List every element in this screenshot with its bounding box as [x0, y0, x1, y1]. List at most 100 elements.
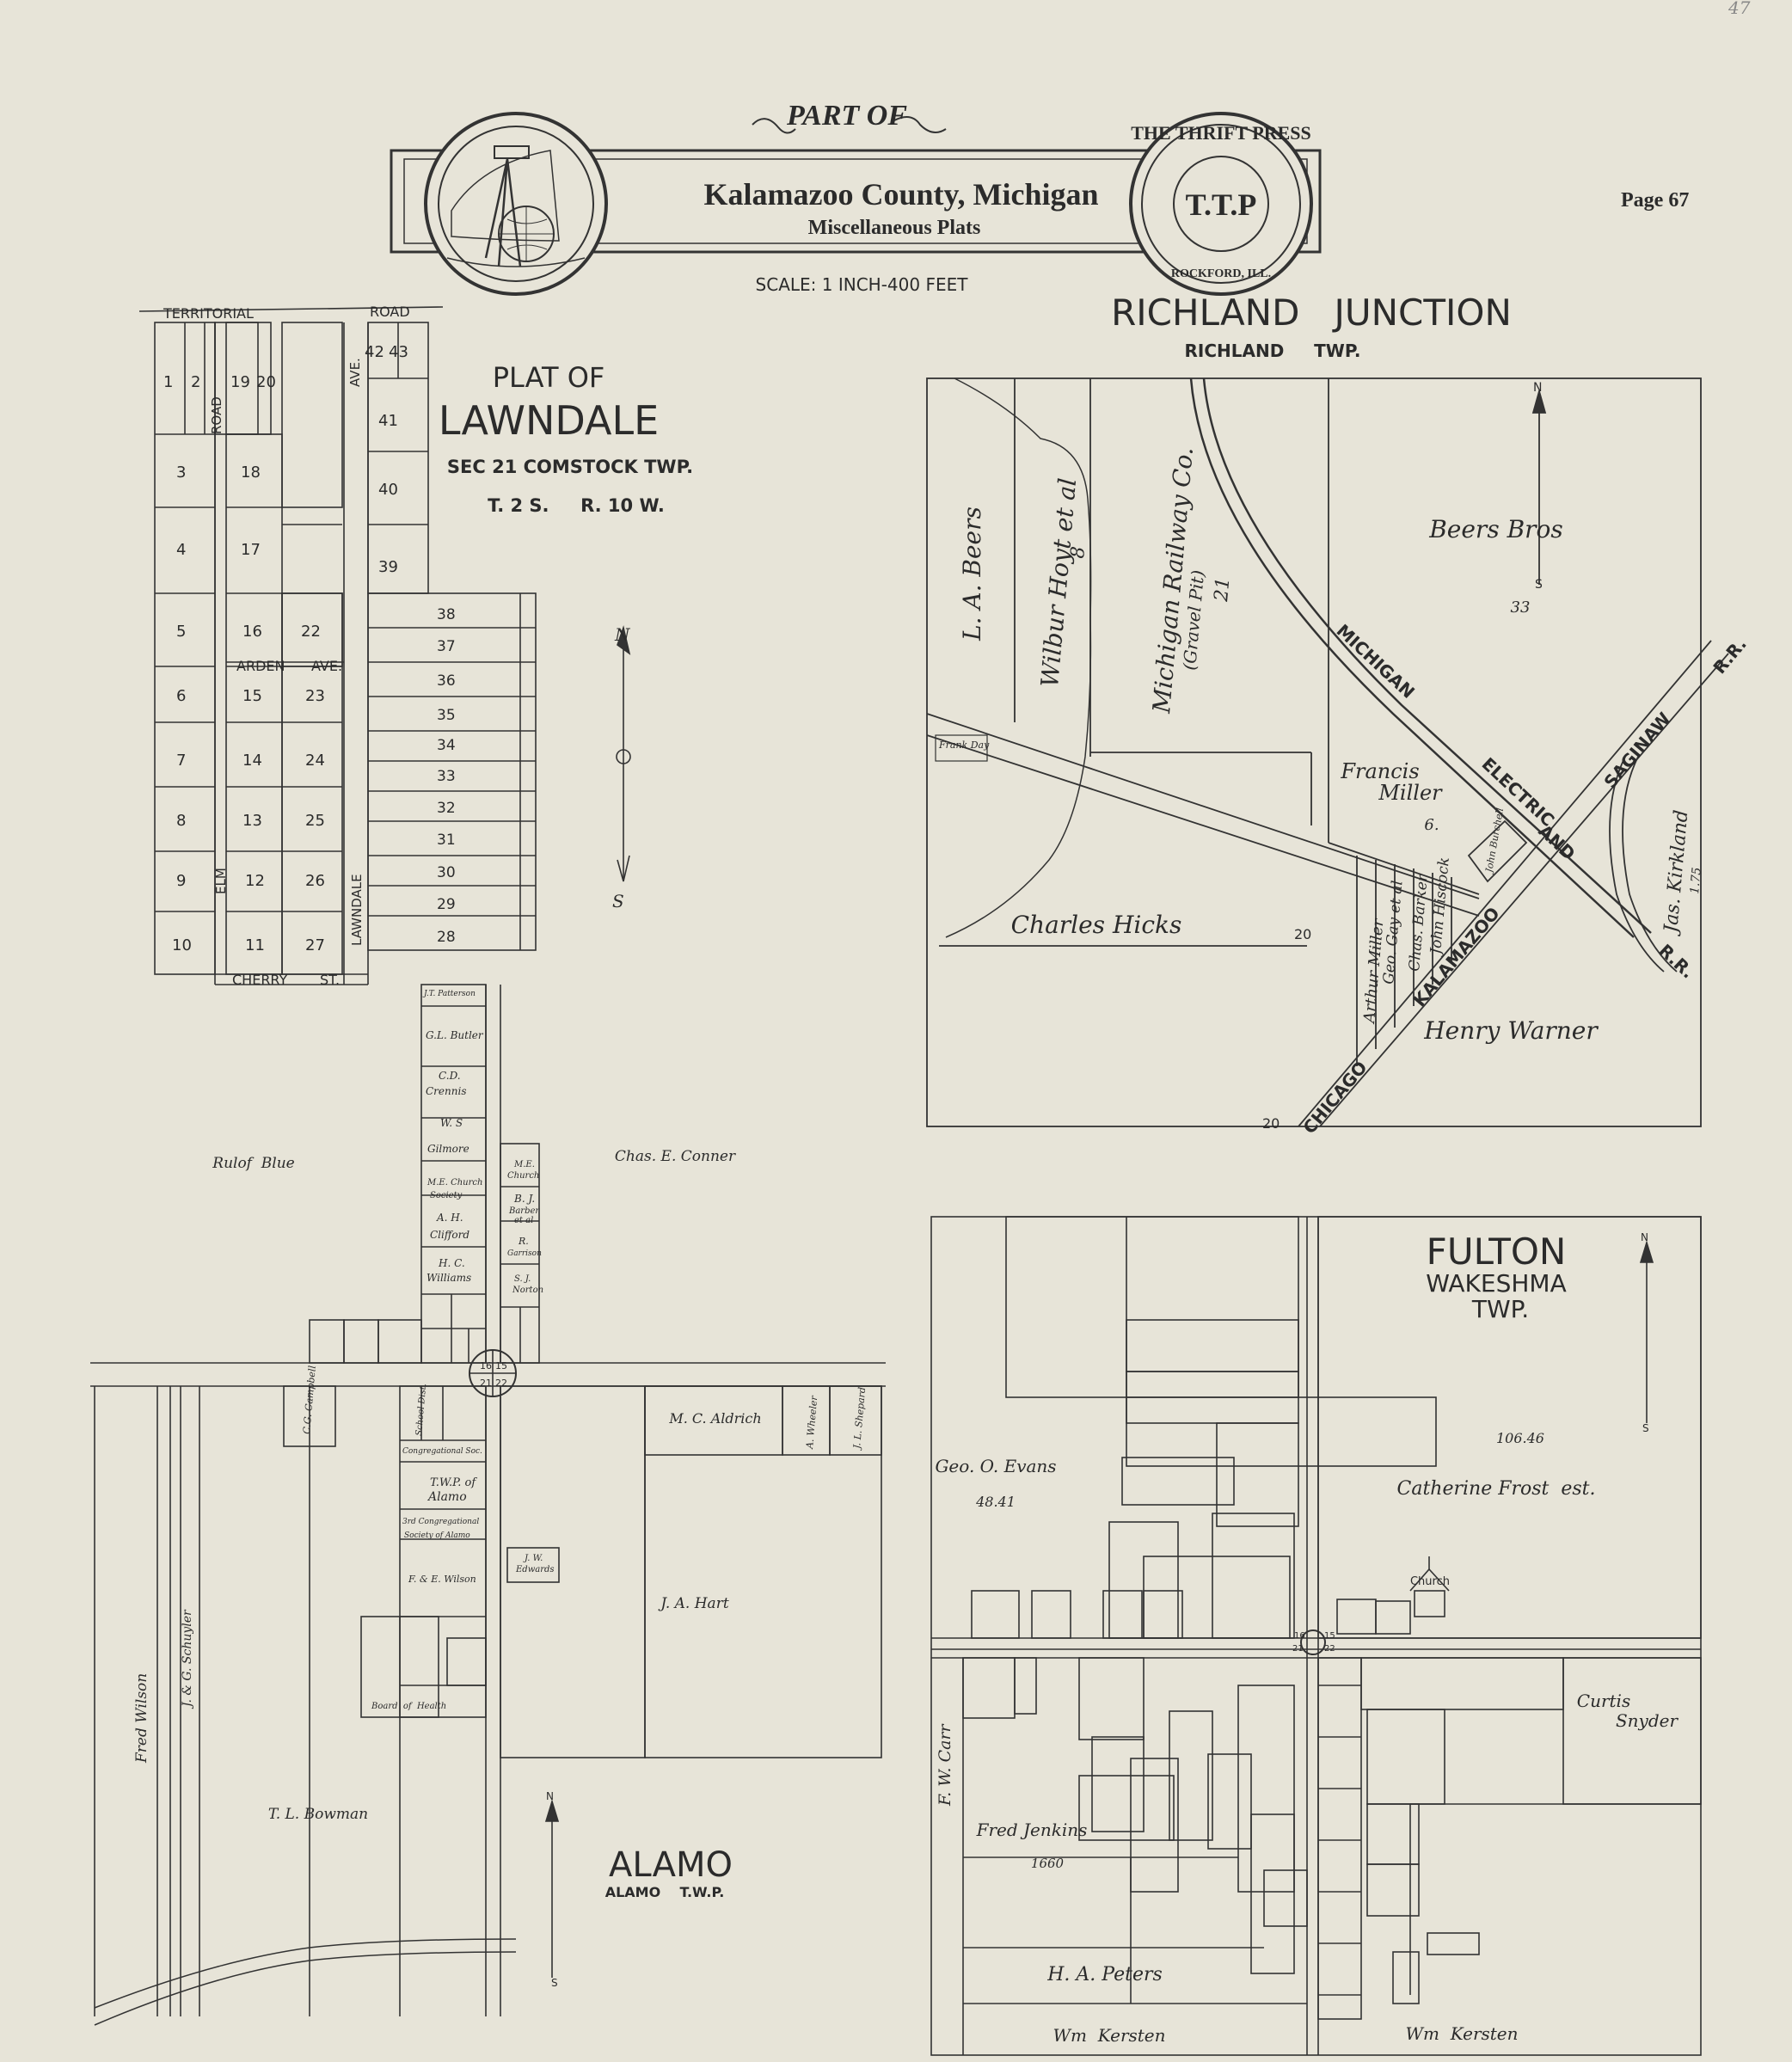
owner-sj: S. J. [514, 1274, 531, 1284]
owner-rulof-blue: Rulof Blue [212, 1155, 294, 1172]
lawndale-plat [138, 306, 631, 985]
owner-frank-day: Frank Day [938, 739, 990, 751]
lawndale-title-1: PLAT OF [493, 361, 605, 394]
owner-catherine-frost: Catherine Frost est. [1397, 1478, 1596, 1500]
fulton-sub2: TWP. [1471, 1295, 1529, 1323]
owner-jw: J. W. [523, 1554, 543, 1563]
owner-francis: Francis [1340, 759, 1419, 783]
owner-jas-kirkland: Jas. Kirkland [1660, 809, 1693, 937]
owner-r: R. [518, 1236, 529, 1247]
fulton-section-corner-icon [1300, 1629, 1326, 1655]
lot-43: 43 [389, 343, 408, 361]
lot-38: 38 [437, 606, 456, 623]
owner-me: M.E. [513, 1160, 535, 1169]
road-ave-v: AVE. [347, 358, 363, 387]
lot-17: 17 [241, 541, 261, 559]
owner-beers-bros-area: 33 [1511, 598, 1531, 617]
rr-rr-top: R.R. [1709, 634, 1750, 678]
fulton-compass-icon [1639, 1240, 1654, 1423]
road-road-v: ROAD [209, 396, 224, 434]
owner-barber: Barber [508, 1206, 540, 1216]
lot-23: 23 [305, 687, 325, 705]
alamo-corner-22: 22 [495, 1378, 507, 1389]
lot-40: 40 [378, 481, 398, 499]
owner-edwards: Edwards [515, 1565, 555, 1574]
lot-16: 16 [242, 623, 262, 641]
lot-5: 5 [176, 623, 186, 641]
alamo-corner-15: 15 [495, 1360, 507, 1372]
road-arden: ARDEN [236, 658, 285, 674]
lot-41: 41 [378, 412, 398, 430]
fulton-compass-n: N [1641, 1231, 1648, 1243]
lot-6: 6 [176, 687, 186, 705]
header-subtitle: Miscellaneous Plats [808, 217, 981, 239]
richland-twp: RICHLAND TWP. [1185, 341, 1361, 361]
owner-chas-conner: Chas. E. Conner [615, 1148, 736, 1165]
owner-fe-wilson: F. & E. Wilson [408, 1574, 476, 1585]
lawndale-sec: SEC 21 COMSTOCK TWP. [447, 457, 693, 477]
road-st: ST. [320, 972, 340, 988]
fulton-compass-s: S [1642, 1422, 1649, 1434]
owner-chas-barker: Chas. Barker [1406, 873, 1432, 972]
owner-me-church: M.E. Church [427, 1178, 482, 1187]
owner-fred-jenkins-area: 1660 [1031, 1856, 1065, 1871]
owner-ha-peters: H. A. Peters [1046, 1964, 1163, 1985]
seal-monogram: T.T.P [1186, 187, 1257, 222]
owner-cd: C.D. [439, 1070, 461, 1082]
lawndale-compass-n: N [614, 624, 631, 645]
lot-31: 31 [437, 832, 456, 849]
richland-compass-s: S [1535, 578, 1543, 592]
lot-7: 7 [176, 752, 186, 770]
alamo-compass-s: S [551, 1977, 558, 1989]
fulton-corner-21: 21 [1292, 1644, 1304, 1654]
globe-vignette-icon [446, 145, 586, 267]
owner-michigan-railway-area: 21 [1211, 576, 1234, 603]
lot-20: 20 [256, 373, 276, 391]
owner-jt-patterson: J.T. Patterson [422, 990, 476, 998]
road-road: ROAD [370, 304, 410, 320]
lot-39: 39 [378, 558, 398, 576]
owner-catherine-frost-area: 106.46 [1496, 1430, 1544, 1446]
fulton-sub1: WAKESHMA [1426, 1269, 1567, 1298]
owner-mc-aldrich: M. C. Aldrich [668, 1410, 761, 1427]
fulton-plat [930, 1216, 1702, 2056]
owner-clifford: Clifford [430, 1229, 469, 1241]
lot-42: 42 [365, 343, 384, 361]
lawndale-compass-icon [616, 625, 631, 882]
header-part-of: PART OF [786, 100, 907, 132]
road-elm: ELM [213, 868, 229, 894]
lot-1: 1 [163, 373, 173, 391]
alamo-plat [90, 984, 886, 2026]
owner-miller: Miller [1378, 781, 1443, 805]
lawndale-compass-s: S [612, 891, 624, 911]
owner-garrison: Garrison [507, 1249, 542, 1258]
page-number: Page 67 [1621, 189, 1689, 212]
richland-compass-n: N [1533, 381, 1542, 395]
owner-twp-alamo: Alamo [427, 1490, 467, 1504]
owner-crennis: Crennis [426, 1085, 466, 1097]
lot-37: 37 [437, 638, 456, 655]
owner-fred-jenkins: Fred Jenkins [976, 1820, 1088, 1840]
rr-michigan: MICHIGAN [1333, 620, 1419, 703]
owner-ja-hart: J. A. Hart [658, 1595, 728, 1612]
alamo-corner-21: 21 [480, 1378, 492, 1389]
owner-wm-kersten-east: Wm Kersten [1405, 2023, 1518, 2044]
richland-junction-plat [926, 377, 1729, 1127]
owner-la-beers: L. A. Beers [958, 506, 986, 641]
lot-25: 25 [305, 812, 325, 830]
lot-4: 4 [176, 541, 186, 559]
lot-34: 34 [437, 737, 456, 754]
owner-society: Society [430, 1191, 463, 1200]
alamo-corner-16: 16 [480, 1360, 492, 1372]
owner-jl-shepard: J. L. Shepard [851, 1387, 868, 1451]
owner-twp-alamo-label: T.W.P. of [430, 1476, 477, 1489]
owner-wilbur-hoyt-area: 8 [1067, 545, 1089, 559]
owner-ah: A. H. [436, 1212, 463, 1224]
owner-gl-butler: G.L. Butler [426, 1029, 484, 1041]
header-county: Kalamazoo County, Michigan [703, 177, 1098, 212]
owner-a-wheeler: A. Wheeler [804, 1395, 819, 1450]
fulton-corner-15: 15 [1324, 1631, 1335, 1641]
owner-hc: H. C. [438, 1257, 465, 1269]
lot-26: 26 [305, 872, 325, 890]
